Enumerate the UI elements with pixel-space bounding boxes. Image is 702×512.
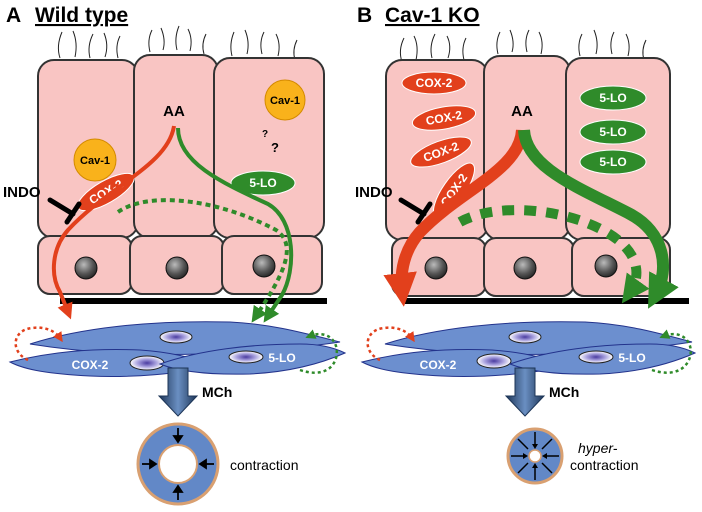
cox2-ellipse-b-2 bbox=[411, 105, 477, 131]
inhibition-symbol bbox=[47, 197, 82, 225]
cox-pathway-arrow-b bbox=[383, 129, 528, 307]
lo-autocrine-loop bbox=[299, 329, 339, 374]
lo-pathway-dotted-arrow bbox=[116, 198, 289, 323]
smooth-muscle-lo5-label-b: 5-LO bbox=[618, 351, 645, 365]
nucleus-2 bbox=[165, 256, 189, 280]
basement-membrane-b bbox=[405, 298, 689, 304]
mch-arrow-b bbox=[504, 367, 546, 417]
contraction-arrows bbox=[142, 428, 214, 500]
basement-membrane bbox=[60, 298, 327, 304]
cox2-ellipse-b-3 bbox=[410, 136, 472, 168]
nucleus-2-b bbox=[513, 256, 537, 280]
inhibition-symbol-b bbox=[398, 197, 433, 225]
lo5-label-b-1: 5-LO bbox=[599, 91, 626, 105]
epithelial-cell-middle bbox=[133, 54, 219, 239]
question-mark: ? bbox=[271, 140, 279, 155]
lo5-ellipse bbox=[230, 170, 296, 196]
panel-a-letter: A bbox=[6, 4, 21, 27]
mch-label: MCh bbox=[202, 384, 232, 400]
lo-pathway-arrow bbox=[176, 127, 294, 323]
cox-autocrine-loop-b bbox=[366, 326, 415, 362]
lo5-ellipse-b-2 bbox=[579, 119, 647, 145]
smooth-muscle-nucleus-left bbox=[129, 355, 165, 371]
panel-a-title: Wild type bbox=[35, 4, 128, 27]
indo-label: INDO bbox=[3, 184, 41, 201]
lo-pathway-dotted-arrow-b bbox=[457, 205, 650, 304]
smooth-muscle-nucleus-right bbox=[228, 350, 264, 364]
smooth-muscle-lo5-label: 5-LO bbox=[268, 351, 295, 365]
cav1-label-right: Cav-1 bbox=[270, 95, 300, 107]
contraction-label-b: contraction bbox=[570, 457, 638, 473]
lo-pathway-arrow-b bbox=[518, 129, 679, 309]
mch-arrow bbox=[157, 367, 199, 417]
lo5-label-b-2: 5-LO bbox=[599, 125, 626, 139]
airway-lumen bbox=[158, 444, 198, 484]
lo5-label: 5-LO bbox=[249, 176, 276, 190]
nucleus-1 bbox=[74, 256, 98, 280]
cox-pathway-arrow bbox=[51, 125, 176, 320]
aa-label-b: AA bbox=[511, 103, 533, 120]
indo-label-b: INDO bbox=[355, 184, 393, 201]
smooth-muscle-nucleus-top bbox=[159, 330, 193, 344]
question-mark-small: ? bbox=[262, 129, 268, 140]
smooth-muscle-nucleus-right-b bbox=[578, 350, 614, 364]
nucleus-1-b bbox=[424, 256, 448, 280]
smooth-muscle-cox2-label-b: COX-2 bbox=[420, 358, 457, 372]
epithelial-cell-right bbox=[213, 57, 325, 239]
cox2-label-b-2: COX-2 bbox=[425, 108, 464, 128]
panel-b: B Cav-1 KO COX-2 COX-2 COX-2 COX-2 5-LO … bbox=[355, 4, 697, 485]
airway-lumen-b bbox=[528, 449, 542, 463]
hyper-label: hyper- bbox=[578, 440, 618, 456]
cav1-circle-left bbox=[73, 138, 117, 182]
cox2-ellipse-b-1 bbox=[401, 71, 467, 95]
lo5-ellipse-b-3 bbox=[579, 149, 647, 175]
cox2-label-b-1: COX-2 bbox=[416, 76, 453, 90]
cilia-b bbox=[399, 29, 647, 63]
mch-label-b: MCh bbox=[549, 384, 579, 400]
lo5-label-b-3: 5-LO bbox=[599, 155, 626, 169]
lo-autocrine-loop-b bbox=[651, 329, 692, 374]
hyper-contraction-arrows bbox=[511, 432, 559, 480]
cox-autocrine-loop bbox=[14, 326, 63, 362]
nucleus-3-b bbox=[594, 254, 618, 278]
aa-label: AA bbox=[163, 103, 185, 120]
lo5-ellipse-b-1 bbox=[579, 85, 647, 111]
cilia bbox=[57, 25, 298, 61]
smooth-muscle-nucleus-top-b bbox=[508, 330, 542, 344]
cav1-circle-right bbox=[264, 79, 306, 121]
smooth-muscle-nucleus-left-b bbox=[476, 353, 512, 369]
panel-b-title: Cav-1 KO bbox=[385, 4, 480, 27]
smooth-muscle-cox2-label: COX-2 bbox=[72, 358, 109, 372]
hyper-contraction-arrowheads bbox=[523, 444, 547, 468]
panel-a: A Wild type Cav-1 Cav-1 ? ? COX-2 bbox=[3, 4, 347, 506]
cav1-label-left: Cav-1 bbox=[80, 155, 110, 167]
nucleus-3 bbox=[252, 254, 276, 278]
contraction-label: contraction bbox=[230, 457, 298, 473]
panel-b-letter: B bbox=[357, 4, 372, 27]
